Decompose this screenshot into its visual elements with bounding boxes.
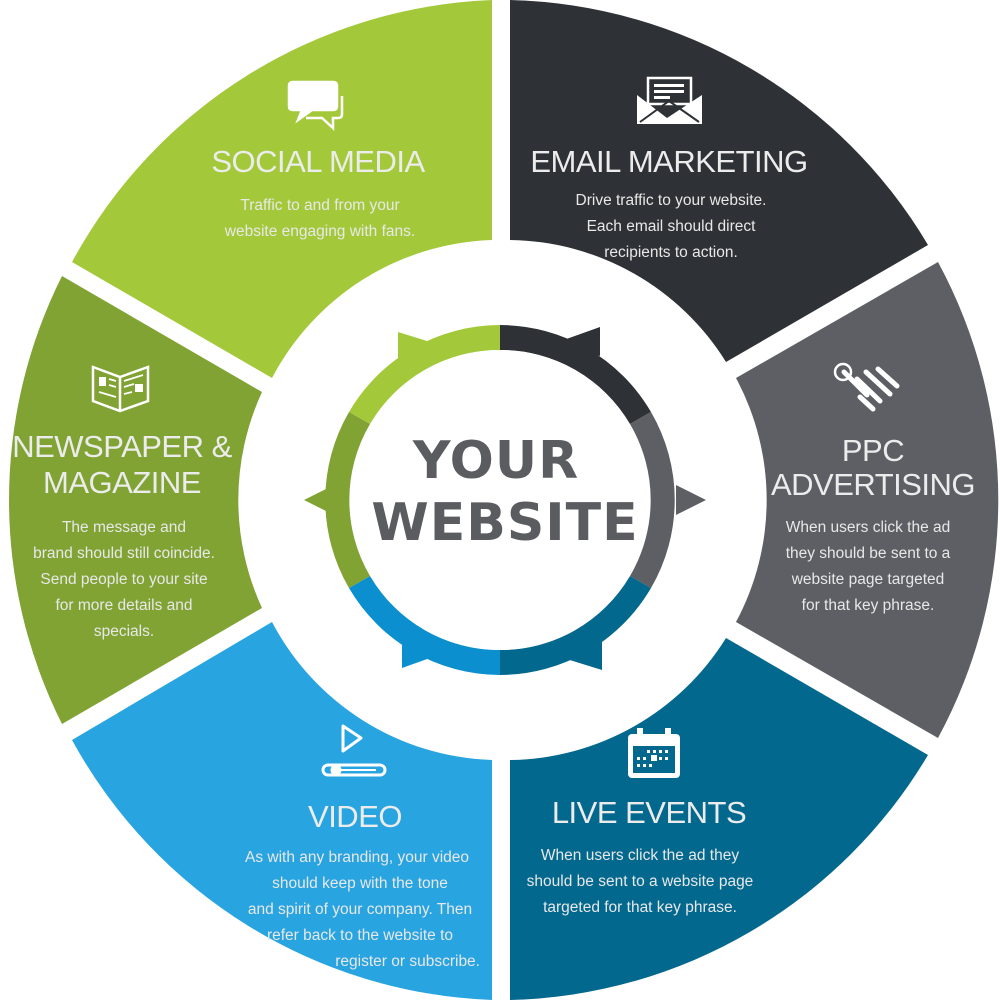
ppc-advertising-title-1: PPC [842,433,904,468]
center-title-line1: YOUR [412,431,579,491]
ppc-advertising-body-3: website page targeted [791,571,945,588]
video-body-3: and spirit of your company. Then [248,901,472,918]
ppc-advertising-body-2: they should be sent to a [786,545,951,562]
inner-ring [304,325,706,675]
live-events-title: LIVE EVENTS [552,795,746,830]
segment-live-events[interactable] [510,638,928,1000]
video-body-1: As with any branding, your video [245,849,469,866]
ppc-advertising-body-4: for that key phrase. [802,597,935,614]
segment-email-marketing[interactable] [510,0,928,362]
segment-video[interactable] [72,622,492,1000]
email-marketing-body-2: Each email should direct [587,218,757,235]
live-events-body-1: When users click the ad they [541,847,739,864]
chat-bubbles-icon [287,80,344,131]
calendar-icon [628,728,680,778]
center-title-line2: WEBSITE [371,493,638,553]
envelope-letter-icon [637,76,702,124]
email-marketing-body-1: Drive traffic to your website. [576,192,767,209]
video-play-icon [321,724,387,777]
video-body-2: should keep with the tone [272,875,448,892]
segment-newspaper-magazine[interactable] [9,276,262,724]
newspaper-magazine-title-2: MAGAZINE [43,465,201,500]
ppc-advertising-title-2: ADVERTISING [771,467,975,502]
email-marketing-body-3: recipients to action. [604,244,738,261]
live-events-body-3: targeted for that key phrase. [543,899,737,916]
social-media-title: SOCIAL MEDIA [211,144,425,179]
segment-ppc-advertising[interactable] [736,262,999,738]
newspaper-magazine-title-1: NEWSPAPER & [12,429,232,464]
social-media-body-2: website engaging with fans. [224,223,415,240]
newspaper-magazine-body-5: specials. [94,623,154,640]
newspaper-icon [91,365,150,413]
video-title: VIDEO [308,799,402,834]
newspaper-magazine-body-4: for more details and [56,597,193,614]
email-marketing-title: EMAIL MARKETING [530,144,807,179]
newspaper-magazine-body-2: brand should still coincide. [33,545,215,562]
segment-social-media[interactable] [72,0,492,378]
video-body-5: register or subscribe. [335,953,480,970]
newspaper-magazine-body-1: The message and [62,519,186,536]
ppc-advertising-body-1: When users click the ad [786,519,951,536]
video-body-4: refer back to the website to [267,927,453,944]
live-events-body-2: should be sent to a website page [527,873,754,890]
newspaper-magazine-body-3: Send people to your site [40,571,207,588]
social-media-body-1: Traffic to and from your [240,197,399,214]
click-pointer-icon [833,362,900,412]
